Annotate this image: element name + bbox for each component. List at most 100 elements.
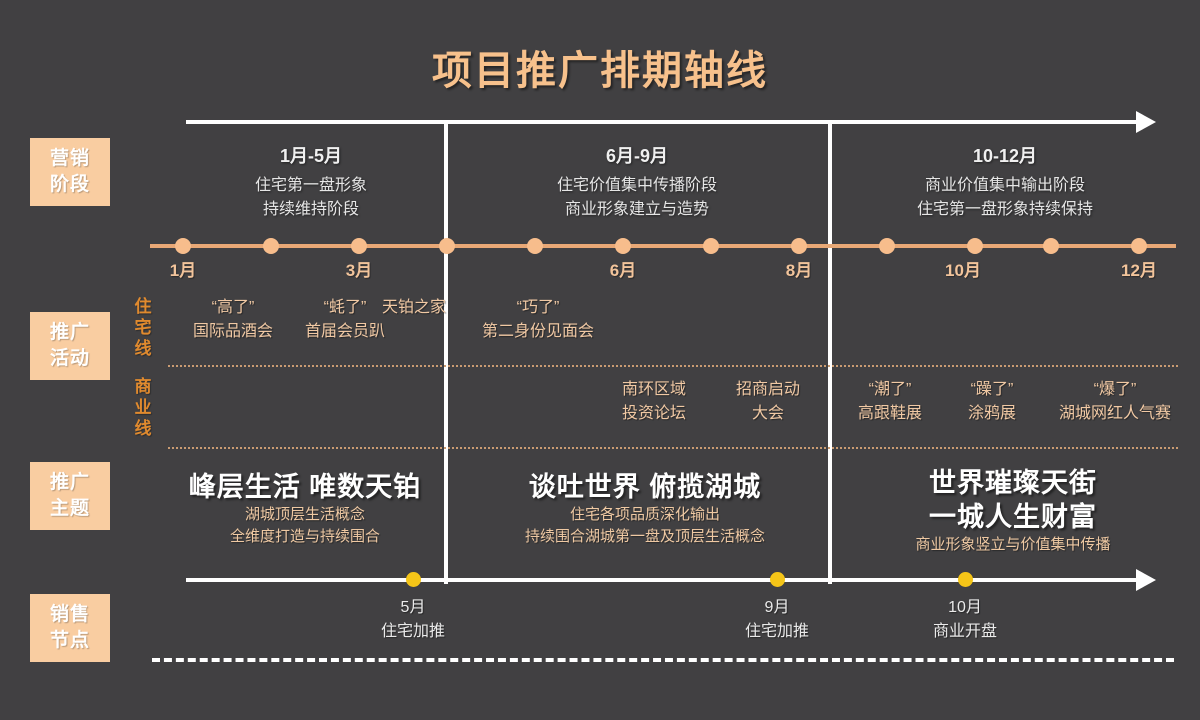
activity-sub: 大会 — [751, 405, 784, 422]
sales-node-month: 9月 — [764, 599, 790, 616]
phase-range: 10-12月 — [972, 146, 1038, 166]
activity-residential-2[interactable]: “蚝了” 首届会员趴 — [288, 296, 402, 344]
phase-range: 1月-5月 — [279, 146, 342, 166]
month-label: 8月 — [785, 261, 813, 280]
track-label-residential: 住宅线 — [134, 297, 152, 358]
activity-sub: 湖城网红人气赛 — [1058, 405, 1171, 422]
phase-divider-2 — [828, 124, 832, 584]
theme-sub-2: 持续围合湖城第一盘及顶层生活概念 — [524, 528, 765, 545]
theme-sub-1: 湖城顶层生活概念 — [244, 506, 365, 523]
phase-desc-line1: 商业价值集中输出阶段 — [924, 177, 1085, 194]
theme-sub-2: 全维度打造与持续围合 — [229, 528, 380, 545]
activity-sub: 首届会员趴 — [304, 323, 385, 340]
theme-block-2: 谈吐世界 俯揽湖城 住宅各项品质深化输出 持续围合湖城第一盘及顶层生活概念 — [470, 470, 820, 548]
month-dot — [351, 238, 367, 254]
month-dot — [439, 238, 455, 254]
month-dot — [1043, 238, 1059, 254]
phase-arrow-line — [186, 111, 1156, 133]
sales-node-dot — [406, 572, 421, 587]
phase-divider-1 — [444, 124, 448, 584]
sales-node-desc: 商业开盘 — [932, 623, 997, 640]
month-dot — [967, 238, 983, 254]
sales-node-1[interactable]: 5月 住宅加推 — [333, 596, 493, 644]
month-label: 3月 — [345, 261, 373, 280]
month-dot — [791, 238, 807, 254]
activity-residential-3[interactable]: 天铂之家 — [366, 296, 462, 320]
sidebar-label-line2: 阶段 — [49, 174, 90, 195]
activity-tag: “巧了” — [516, 299, 560, 316]
activity-tag: “爆了” — [1093, 381, 1137, 398]
sidebar-label-line1: 营销 — [49, 148, 90, 169]
track-divider-residential — [168, 365, 1178, 367]
sidebar-item-promotion-activity[interactable]: 推广 活动 — [30, 312, 110, 380]
sales-node-month: 10月 — [948, 599, 982, 616]
theme-block-3: 世界璀璨天街 一城人生财富 商业形象竖立与价值集中传播 — [848, 466, 1178, 556]
activity-sub: 国际品酒会 — [192, 323, 273, 340]
sidebar-label-line2: 活动 — [49, 348, 90, 369]
sidebar-label-line2: 主题 — [49, 498, 90, 519]
sidebar-item-sales-node[interactable]: 销售 节点 — [30, 594, 110, 662]
sales-node-desc: 住宅加推 — [744, 623, 809, 640]
phase-desc-line1: 住宅价值集中传播阶段 — [556, 177, 717, 194]
month-dot — [175, 238, 191, 254]
sales-node-month: 5月 — [400, 599, 426, 616]
month-dot — [703, 238, 719, 254]
activity-residential-4[interactable]: “巧了” 第二身份见面会 — [464, 296, 612, 344]
phase-desc-line2: 持续维持阶段 — [262, 201, 359, 218]
phase-block-3: 10-12月 商业价值集中输出阶段 住宅第一盘形象持续保持 — [840, 142, 1170, 222]
theme-sub-1: 商业形象竖立与价值集中传播 — [915, 536, 1111, 553]
sales-node-dot — [770, 572, 785, 587]
month-dot — [1131, 238, 1147, 254]
activity-commercial-2[interactable]: 招商启动 大会 — [714, 378, 822, 426]
sales-axis — [186, 569, 1156, 591]
activity-commercial-1[interactable]: 南环区域 投资论坛 — [600, 378, 708, 426]
activity-sub: 涂鸦展 — [967, 405, 1016, 422]
sidebar-item-marketing-phase[interactable]: 营销 阶段 — [30, 138, 110, 206]
activity-tag: “潮了” — [868, 381, 912, 398]
activity-tag: 南环区域 — [621, 381, 686, 398]
sales-node-2[interactable]: 9月 住宅加推 — [697, 596, 857, 644]
theme-headline-1: 世界璀璨天街 — [929, 468, 1097, 498]
theme-headline-2: 一城人生财富 — [929, 502, 1097, 532]
track-label-commercial: 商业线 — [134, 377, 152, 438]
theme-block-1: 峰层生活 唯数天铂 湖城顶层生活概念 全维度打造与持续围合 — [162, 470, 448, 548]
month-dot — [527, 238, 543, 254]
month-axis — [150, 238, 1176, 254]
phase-desc-line2: 商业形象建立与造势 — [564, 201, 709, 218]
sidebar-label-line1: 销售 — [49, 604, 90, 625]
activity-commercial-3[interactable]: “潮了” 高跟鞋展 — [838, 378, 942, 426]
month-dot — [879, 238, 895, 254]
phase-block-1: 1月-5月 住宅第一盘形象 持续维持阶段 — [186, 142, 436, 222]
phase-desc-line2: 住宅第一盘形象持续保持 — [916, 201, 1093, 218]
bottom-dashed-rule — [152, 658, 1174, 662]
sidebar-label-line2: 节点 — [49, 630, 90, 651]
activity-tag: 招商启动 — [735, 381, 800, 398]
month-label: 10月 — [945, 261, 981, 280]
month-label: 1月 — [169, 261, 197, 280]
activity-tag: 天铂之家 — [381, 299, 446, 316]
month-label: 12月 — [1121, 261, 1157, 280]
page-title: 项目推广排期轴线 — [432, 49, 768, 93]
activity-tag: “躁了” — [970, 381, 1014, 398]
month-dot — [615, 238, 631, 254]
phase-range: 6月-9月 — [605, 146, 668, 166]
activity-residential-1[interactable]: “高了” 国际品酒会 — [176, 296, 290, 344]
activity-sub: 第二身份见面会 — [481, 323, 594, 340]
sales-node-desc: 住宅加推 — [380, 623, 445, 640]
activity-tag: “蚝了” — [323, 299, 367, 316]
activity-commercial-4[interactable]: “躁了” 涂鸦展 — [944, 378, 1040, 426]
sales-node-dot — [958, 572, 973, 587]
theme-headline-1: 峰层生活 唯数天铂 — [188, 472, 422, 502]
sidebar-label-line1: 推广 — [49, 322, 90, 343]
track-divider-commercial — [168, 447, 1178, 449]
month-dot — [263, 238, 279, 254]
activity-tag: “高了” — [211, 299, 255, 316]
month-label: 6月 — [609, 261, 637, 280]
sales-node-3[interactable]: 10月 商业开盘 — [885, 596, 1045, 644]
phase-desc-line1: 住宅第一盘形象 — [254, 177, 367, 194]
sidebar-item-promotion-theme[interactable]: 推广 主题 — [30, 462, 110, 530]
activity-sub: 投资论坛 — [621, 405, 686, 422]
activity-sub: 高跟鞋展 — [857, 405, 922, 422]
activity-commercial-5[interactable]: “爆了” 湖城网红人气赛 — [1040, 378, 1190, 426]
